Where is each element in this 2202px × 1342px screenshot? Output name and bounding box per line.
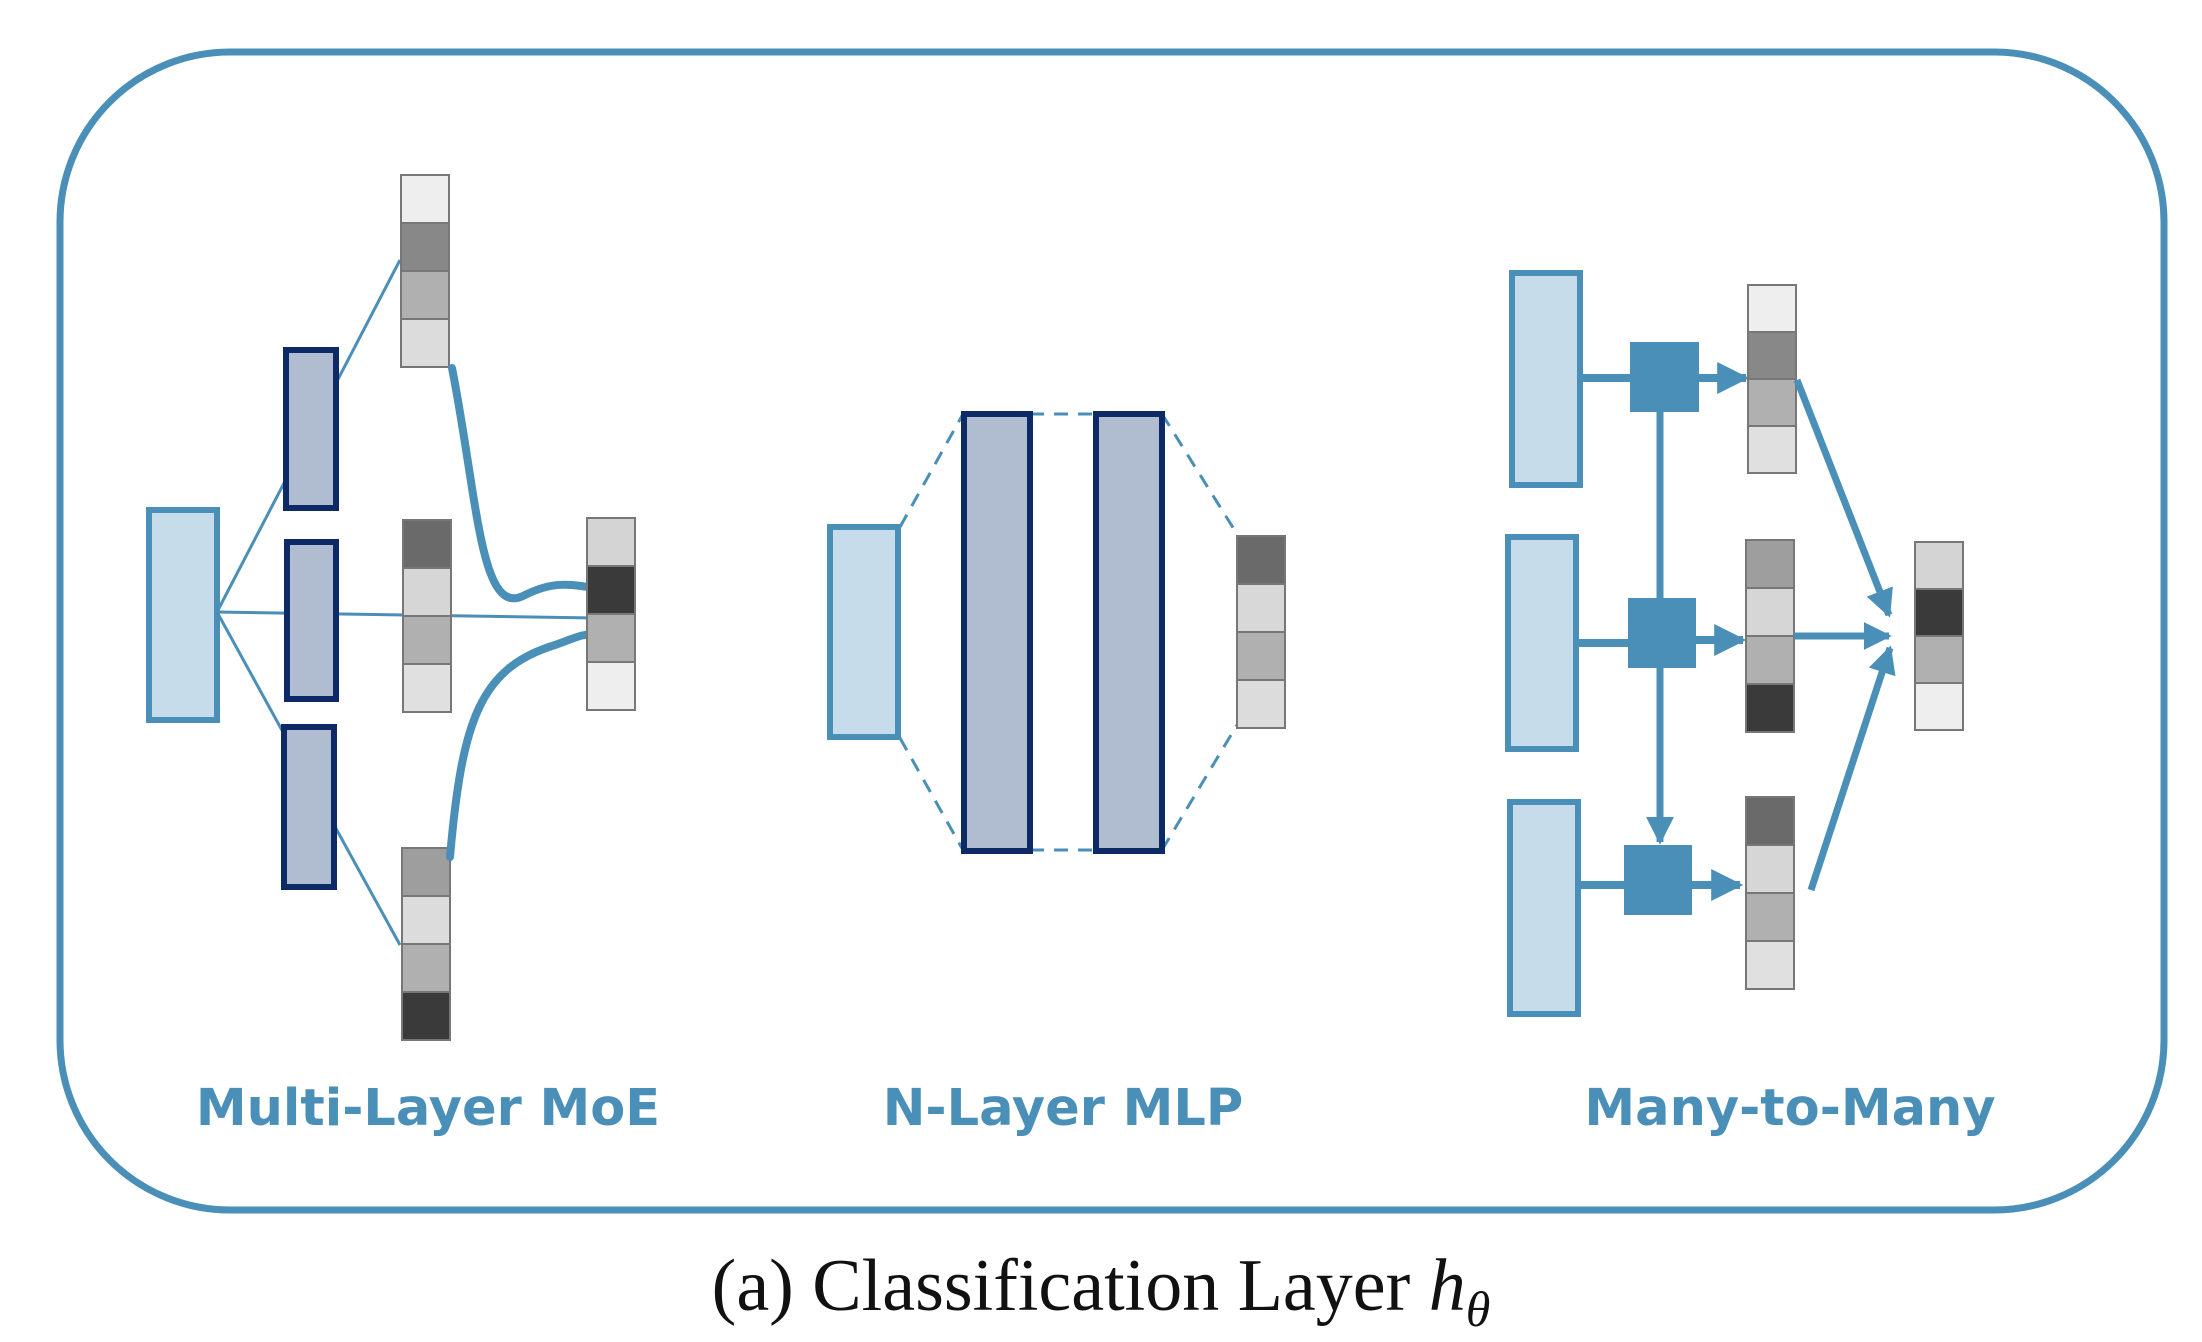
many-merge-arrow-1	[1793, 378, 1893, 618]
many-to-many-panel: Many-to-Many	[1505, 270, 1996, 1138]
mlp-output-vector	[1236, 535, 1286, 729]
many-node-3	[1624, 845, 1692, 915]
moe-expert-1	[283, 347, 339, 511]
many-merge-arrow-3	[1807, 645, 1896, 892]
caption-symbol: h	[1429, 1245, 1466, 1327]
mlp-layer-n	[1093, 411, 1165, 854]
moe-panel: Multi-Layer MoE	[146, 174, 660, 1138]
moe-panel-title: Multi-Layer MoE	[196, 1079, 660, 1138]
many-input-block-1	[1509, 270, 1583, 488]
mlp-input-block	[827, 524, 901, 740]
moe-expert-2	[284, 539, 339, 702]
many-output-vector	[1914, 541, 1964, 731]
many-vector-3	[1745, 796, 1795, 990]
moe-output-vector-middle	[402, 519, 452, 713]
caption-prefix: (a) Classification Layer	[712, 1245, 1429, 1327]
mlp-panel: N-Layer MLP	[827, 411, 1286, 1138]
many-node-2	[1628, 598, 1696, 668]
mlp-panel-title: N-Layer MLP	[883, 1079, 1244, 1138]
caption-subscript: θ	[1466, 1281, 1491, 1337]
mlp-layer-1	[961, 411, 1033, 854]
figure-caption: (a) Classification Layer hθ	[712, 1245, 1491, 1337]
moe-expert-3	[281, 724, 337, 890]
many-vector-1	[1747, 284, 1797, 474]
many-input-block-3	[1507, 799, 1581, 1017]
outer-frame	[56, 48, 2168, 1214]
many-input-block-2	[1505, 534, 1579, 752]
many-node-1	[1630, 342, 1699, 412]
moe-output-vector-bottom	[401, 847, 451, 1041]
many-vector-2	[1745, 539, 1795, 733]
moe-output-vector-top	[400, 174, 450, 368]
moe-input-block	[146, 507, 220, 723]
moe-merged-vector	[586, 517, 636, 711]
mlp-dashed-connectors	[898, 412, 1239, 852]
moe-merge-curve-bottom	[446, 630, 599, 861]
many-panel-title: Many-to-Many	[1584, 1079, 1995, 1138]
moe-merge-curve-top	[448, 364, 599, 603]
